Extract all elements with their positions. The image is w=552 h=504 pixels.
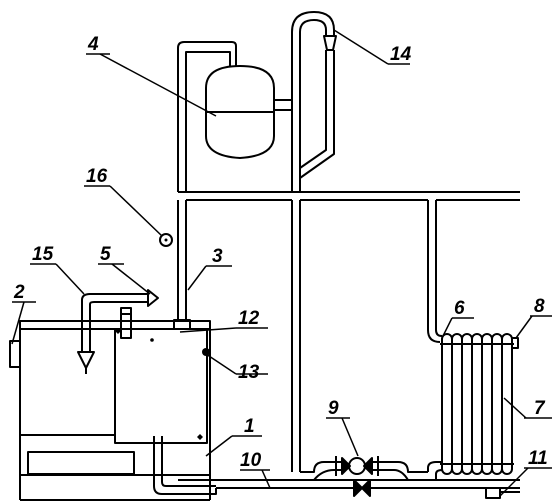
callout-10: 10 — [240, 450, 262, 471]
callout-12: 12 — [238, 308, 260, 329]
callout-1: 1 — [244, 416, 255, 437]
callout-16: 16 — [86, 166, 108, 187]
callout-7: 7 — [534, 398, 546, 419]
callout-9: 9 — [328, 398, 339, 419]
callout-5: 5 — [100, 244, 111, 265]
pressure-gauge — [159, 233, 173, 247]
return-line — [153, 436, 520, 495]
callout-14: 14 — [390, 44, 412, 65]
radiator — [440, 333, 519, 475]
callout-labels: 1 2 3 4 5 6 7 8 9 10 11 12 13 14 15 16 — [13, 34, 548, 471]
circulation-pump — [335, 456, 379, 476]
callout-4: 4 — [87, 34, 99, 55]
safety-valve-pipe — [77, 289, 159, 374]
callout-11: 11 — [528, 448, 548, 469]
markers — [115, 238, 210, 440]
air-vent-loop — [291, 11, 337, 192]
callout-13: 13 — [238, 362, 260, 383]
expansion-tank — [177, 41, 292, 192]
supply-main — [178, 191, 520, 201]
downcomer-pipes — [291, 200, 443, 472]
callout-2: 2 — [13, 282, 25, 303]
callout-15: 15 — [32, 244, 54, 265]
burner-door — [9, 340, 21, 368]
boiler — [19, 320, 211, 501]
main-riser — [173, 200, 191, 330]
leader-lines — [11, 29, 552, 497]
callout-6: 6 — [454, 298, 465, 319]
bypass-valve — [353, 479, 371, 497]
callout-8: 8 — [534, 296, 545, 317]
callout-3: 3 — [212, 246, 223, 267]
